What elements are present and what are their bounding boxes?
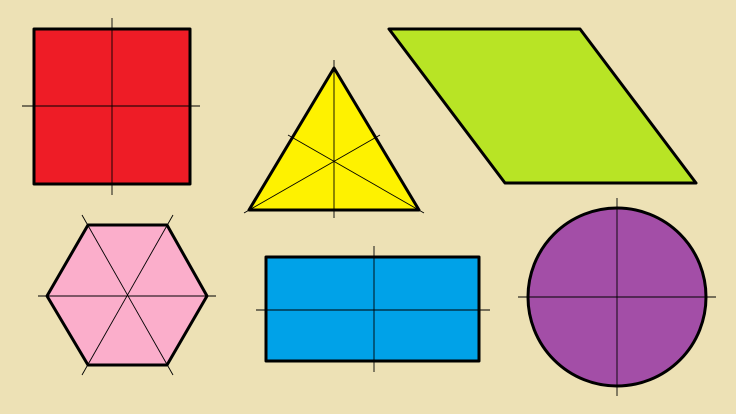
triangle-symmetry-axis-2 (243, 134, 381, 214)
rectangle-shape (264, 255, 481, 363)
circle-group (518, 198, 716, 396)
parallelogram-group (387, 27, 698, 185)
parallelogram-shape (387, 27, 698, 185)
hexagon-group (38, 214, 216, 376)
triangle-symmetry-axis-3 (287, 134, 425, 214)
triangle-group (243, 60, 425, 218)
rectangle-group (256, 246, 490, 372)
hexagon-symmetry-axis-3 (81, 214, 174, 376)
square-group (22, 18, 200, 195)
